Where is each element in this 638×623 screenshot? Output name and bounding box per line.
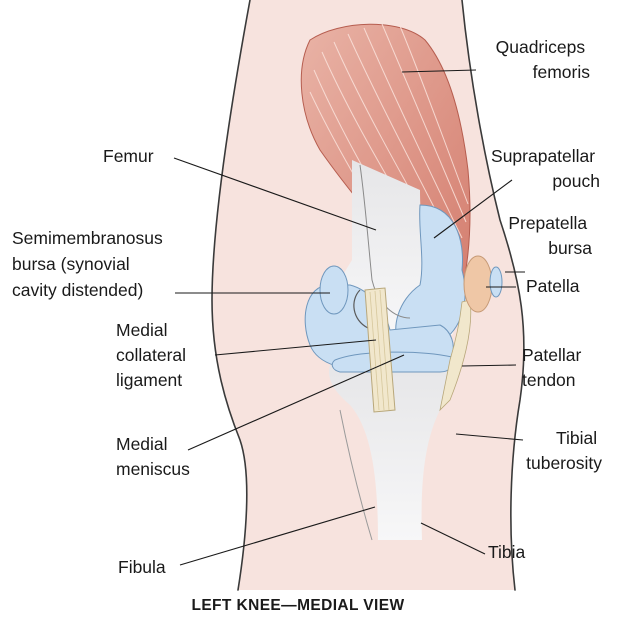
- label-patellar-tendon: Patellar tendon: [522, 345, 586, 390]
- label-semimembranosus: Semimembranosus bursa (synovial cavity d…: [12, 228, 168, 300]
- label-quadriceps: Quadriceps femoris: [496, 37, 591, 82]
- label-medial-collateral: Medial collateral ligament: [116, 320, 191, 390]
- label-fibula: Fibula: [118, 557, 166, 577]
- label-patella: Patella: [526, 276, 580, 296]
- label-femur: Femur: [103, 146, 154, 166]
- label-tibial-tuberosity: Tibial tuberosity: [526, 428, 602, 473]
- label-suprapatellar: Suprapatellar pouch: [491, 146, 600, 191]
- label-medial-meniscus: Medial meniscus: [116, 434, 190, 479]
- figure-caption: LEFT KNEE—MEDIAL VIEW: [191, 597, 404, 614]
- patella-bone: [464, 256, 492, 312]
- semimembranosus-bursa: [320, 266, 348, 314]
- label-prepatella: Prepatella bursa: [508, 213, 592, 258]
- prepatellar-bursa: [490, 267, 502, 297]
- label-tibia: Tibia: [488, 542, 526, 562]
